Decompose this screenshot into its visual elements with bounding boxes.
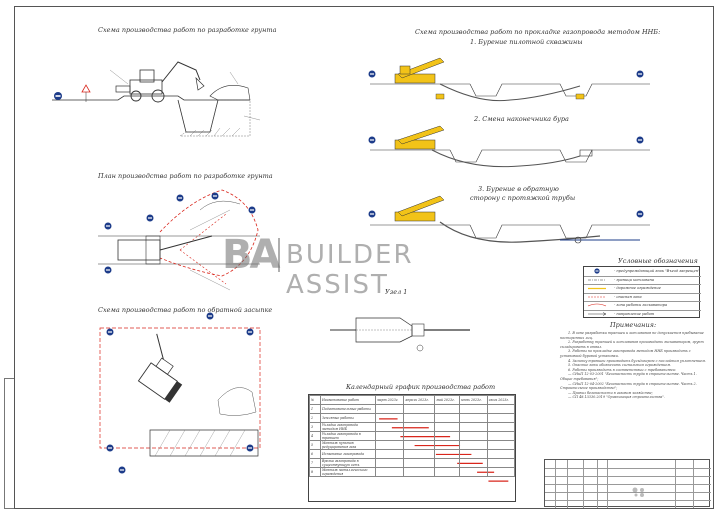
note-item: 2. Разработку траншей и котлованов произ…: [560, 340, 704, 349]
sheet-frame: [14, 6, 714, 509]
plan-title: План производства работ по разработке гр…: [98, 172, 273, 180]
note-item: 4. Засыпку траншеи производить бульдозер…: [568, 358, 707, 363]
watermark-text: BUILDER ASSIST: [286, 240, 414, 300]
legend-row: - дорожное ограждение: [584, 284, 701, 294]
calendar-table: № Наименование работ март 2023г. апрель …: [309, 395, 516, 477]
legend-row: - зона работы экскаватора: [584, 301, 701, 311]
note-item: — СП 48.13330.2019 "Организация строител…: [568, 395, 665, 400]
calendar-title: Календарный график производства работ: [346, 383, 496, 391]
node-title: Узел 1: [385, 288, 408, 296]
watermark-divider: [278, 238, 280, 272]
calendar-header: № Наименование работ март 2023г. апрель …: [309, 395, 516, 405]
note-item: 3. Работы по прокладке газопровода метод…: [560, 349, 691, 358]
note-item: — Правил безопасности в газовом хозяйств…: [568, 390, 653, 395]
legend-row: - направление работ: [614, 311, 655, 316]
legend-table: - предупреждающий знак "Въезд запрещен" …: [583, 266, 701, 318]
calendar-schedule: № Наименование работ март 2023г. апрель …: [308, 394, 516, 502]
legend-row: - предупреждающий знак "Въезд запрещен": [584, 267, 701, 277]
notes-title: Примечания:: [610, 321, 657, 329]
backfill-title: Схема производства работ по обратной зас…: [98, 306, 273, 314]
note-item: 5. Опасные зоны обозначить сигнальным ог…: [568, 363, 672, 368]
hdd-scheme-2: [368, 125, 650, 168]
warning-triangle-icon: [81, 84, 91, 93]
note-item: — СНиП 12-04-2002 "Безопасность труда в …: [560, 381, 697, 391]
corner-watermark-logo: [632, 484, 648, 499]
watermark-logo: BA: [222, 232, 280, 278]
note-item: — СНиП 12-03-2001 "Безопасность труда в …: [560, 372, 697, 381]
hdd-step-2: 2. Смена наконечника бура: [474, 115, 569, 123]
drilling-rig-icon: [394, 57, 445, 84]
legend-row: - граница котлована: [584, 276, 701, 285]
excavation-title: Схема производства работ по разработке г…: [98, 26, 277, 34]
excavator-icon: [115, 61, 205, 103]
spoil-heap: [209, 85, 251, 101]
legend-row: - опасная зона: [584, 293, 701, 302]
ground-line: [52, 95, 250, 101]
legend-symbols: [587, 268, 607, 316]
legend-title: Условные обозначения: [618, 257, 698, 265]
excavation-scheme: [52, 61, 261, 137]
pilot-bore: [439, 83, 581, 102]
plan-scheme: [98, 189, 260, 291]
binding-strip: [4, 378, 14, 509]
hdd-scheme-3: [368, 195, 650, 244]
hdd-step-3-line2: сторону с протяжкой трубы: [470, 194, 576, 202]
title-block: [544, 459, 711, 508]
notes-block: 1. В зоне разработки траншеи и котловано…: [560, 331, 710, 400]
note-item: 1. В зоне разработки траншеи и котловано…: [560, 331, 704, 340]
note-item: 6. Работы производить в соответствии с т…: [568, 367, 676, 372]
backfill-scheme: [99, 312, 261, 474]
hdd-scheme-1: [368, 57, 650, 102]
hdd-title: Схема производства работ по прокладке га…: [415, 28, 661, 36]
hdd-step-3-line1: 3. Бурение в обратную: [478, 185, 559, 193]
bulldozer-icon: [137, 333, 183, 403]
trench: [177, 99, 219, 133]
hdd-step-1: 1. Бурение пилотной скважины: [470, 38, 583, 46]
node-1-detail: [330, 317, 470, 352]
